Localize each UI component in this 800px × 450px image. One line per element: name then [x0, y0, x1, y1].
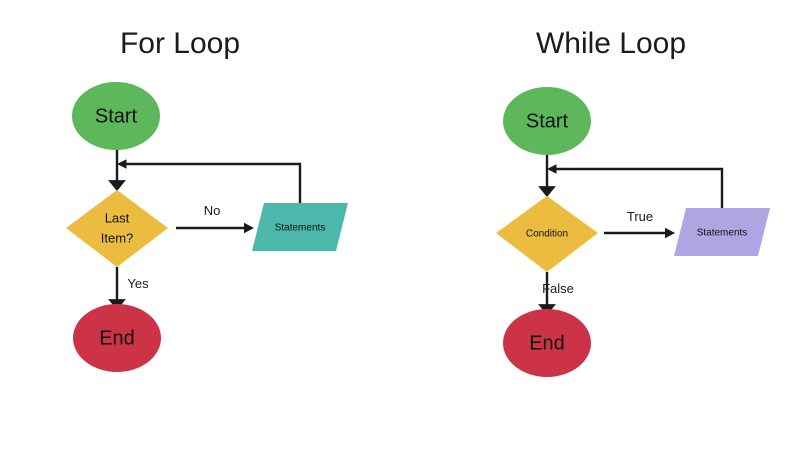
end-ellipse-shape: [73, 304, 161, 372]
statements-label: Statements: [275, 223, 326, 234]
while-loop-node-decision[interactable]: Condition: [496, 196, 598, 272]
while-loop-edge-false: False: [538, 272, 574, 316]
edge-arrowhead-loopback: [117, 159, 127, 169]
edge-label-yes: Yes: [127, 276, 149, 291]
start-label: Start: [95, 105, 138, 127]
decision-diamond-shape: [66, 190, 168, 267]
edge-arrowhead-loopback-2: [547, 164, 557, 174]
for-loop-node-start[interactable]: Start: [72, 82, 160, 150]
while-loop-title: While Loop: [536, 27, 686, 60]
statements-label-2: Statements: [697, 228, 748, 239]
decision-label-line1: Last: [105, 210, 130, 225]
edge-label-no: No: [204, 203, 221, 218]
decision-diamond-shape-2: [496, 196, 598, 272]
decision-label-line2: Item?: [101, 230, 134, 245]
for-loop-edge-yes: Yes: [108, 267, 149, 311]
for-loop-title: For Loop: [120, 27, 240, 60]
while-loop-node-end[interactable]: End: [503, 309, 591, 377]
while-loop-edge-true: True: [604, 209, 675, 239]
diagram-while-loop: While Loop True False Start C: [496, 27, 770, 377]
end-ellipse-shape-2: [503, 309, 591, 377]
decision-label-2: Condition: [526, 229, 568, 240]
end-label-2: End: [529, 332, 565, 354]
edge-label-true: True: [627, 209, 653, 224]
edge-path-loopback: [126, 162, 302, 203]
while-loop-edge-loop-back: [547, 164, 724, 208]
for-loop-node-end[interactable]: End: [73, 304, 161, 372]
edge-arrowhead-true: [665, 227, 675, 239]
for-loop-edge-loop-back: [117, 159, 302, 203]
diagram-for-loop: For Loop No Yes Start Last: [66, 27, 348, 372]
start-label-2: Start: [526, 110, 569, 132]
edge-label-false: False: [542, 281, 574, 296]
for-loop-edge-no: No: [176, 203, 254, 234]
edge-arrowhead-no: [244, 222, 254, 234]
while-loop-node-start[interactable]: Start: [503, 87, 591, 155]
statements-parallelogram-shape: [252, 203, 348, 251]
for-loop-node-decision[interactable]: Last Item?: [66, 190, 168, 267]
statements-parallelogram-shape-2: [674, 208, 770, 256]
while-loop-node-statements[interactable]: Statements: [674, 208, 770, 256]
end-label: End: [99, 327, 135, 349]
start-ellipse-shape: [72, 82, 160, 150]
start-ellipse-shape-2: [503, 87, 591, 155]
edge-path-loopback-2: [556, 167, 724, 208]
for-loop-node-statements[interactable]: Statements: [252, 203, 348, 251]
